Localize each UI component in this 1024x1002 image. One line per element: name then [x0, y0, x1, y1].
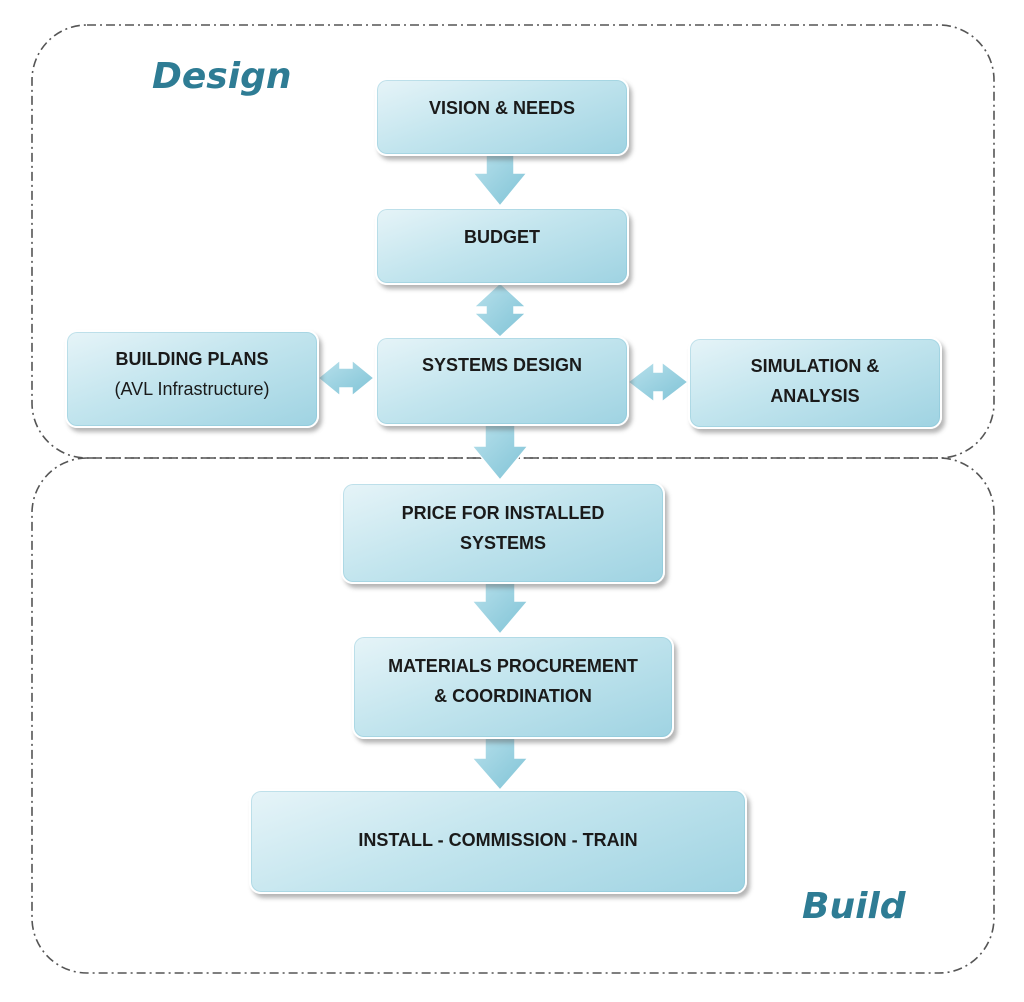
arrow-vision-to-budget: [471, 149, 529, 208]
building-plans-label: BUILDING PLANS: [115, 349, 269, 369]
materials-label-line1: MATERIALS PROCUREMENT: [388, 656, 638, 676]
arrow-price-to-materials: [470, 576, 530, 636]
vision-needs-label: VISION & NEEDS: [428, 98, 576, 118]
simulation-label-line2: ANALYSIS: [770, 386, 860, 406]
vision-needs-box: VISION & NEEDS: [375, 78, 629, 156]
price-label-line1: PRICE FOR INSTALLED: [401, 503, 605, 523]
arrow-budget-systems-bidirectional: [472, 281, 528, 339]
install-label: INSTALL - COMMISSION - TRAIN: [358, 829, 638, 850]
price-label-line2: SYSTEMS: [459, 533, 547, 553]
materials-procurement-box: MATERIALS PROCUREMENT & COORDINATION: [352, 635, 674, 739]
systems-design-box: SYSTEMS DESIGN: [375, 336, 629, 426]
budget-box: BUDGET: [375, 207, 629, 285]
simulation-analysis-box: SIMULATION & ANALYSIS: [688, 337, 942, 429]
install-commission-train-box: INSTALL - COMMISSION - TRAIN: [249, 789, 747, 894]
systems-design-label: SYSTEMS DESIGN: [421, 355, 583, 375]
price-installed-systems-box: PRICE FOR INSTALLED SYSTEMS: [341, 482, 665, 584]
design-stage-label: Design: [152, 56, 292, 97]
arrow-materials-to-install: [470, 731, 530, 792]
building-plans-sublabel: (AVL Infrastructure): [114, 379, 270, 399]
materials-label-line2: & COORDINATION: [434, 686, 592, 706]
building-plans-box: BUILDING PLANS (AVL Infrastructure): [65, 330, 319, 428]
arrow-systems-simulation-bidirectional: [626, 360, 690, 404]
build-stage-label: Build: [802, 886, 906, 927]
budget-label: BUDGET: [464, 227, 540, 247]
simulation-label-line1: SIMULATION &: [750, 356, 880, 376]
arrow-plans-systems-bidirectional: [316, 358, 376, 398]
arrow-systems-to-price: [470, 421, 530, 482]
